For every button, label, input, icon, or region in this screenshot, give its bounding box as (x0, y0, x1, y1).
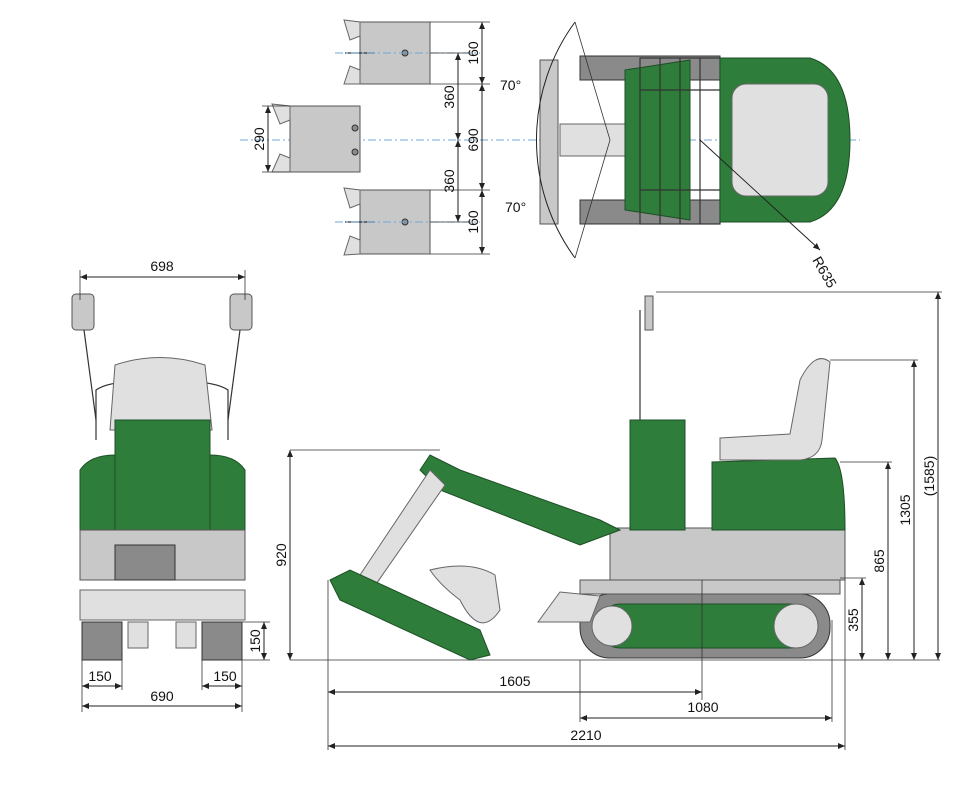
side-arm (329, 569, 491, 661)
front-track-right (201, 621, 243, 661)
front-swing-motor (114, 544, 176, 581)
dim-dig-reach: 1605 (499, 673, 530, 689)
side-boom (419, 454, 622, 546)
swing-arc (535, 21, 576, 259)
side-seat (719, 358, 831, 461)
dim-bucket-width: 290 (251, 127, 267, 151)
dim-bucket-bottom: 160 (465, 210, 481, 234)
dim-width-center: 690 (465, 128, 481, 152)
dim-overall-length: 2210 (570, 727, 601, 743)
side-upper-frame (609, 527, 846, 581)
dim-ground-to-engine-top: 865 (871, 549, 887, 573)
side-lower-frame (579, 579, 841, 595)
top-upper-structure (624, 59, 691, 221)
side-bucket (429, 565, 501, 624)
top-seat (731, 83, 829, 197)
tail-radius-leader (699, 139, 821, 251)
dim-ground-to-seat: 1305 (897, 494, 913, 525)
front-control-tower (114, 419, 211, 531)
dim-ground-to-body: 355 (845, 608, 861, 632)
dim-track-width-left: 150 (88, 668, 112, 684)
front-view: 698 150 150 150 690 (71, 258, 270, 712)
side-idler-wheel (591, 605, 633, 647)
dim-overall-height: (1585) (921, 456, 937, 496)
side-drive-sprocket (773, 603, 819, 649)
dim-track-gauge: 690 (150, 688, 174, 704)
swing-angle-upper: 70° (500, 77, 521, 93)
top-blade (539, 59, 559, 225)
dim-offset-upper: 360 (441, 85, 457, 109)
top-view: 160 360 690 360 160 290 70° 70° R635 (240, 19, 860, 291)
front-seat (109, 357, 213, 431)
dim-track-length: 1080 (687, 699, 718, 715)
dim-offset-lower: 360 (441, 169, 457, 193)
dim-overall-width: 698 (150, 258, 174, 274)
side-blade (537, 591, 601, 623)
bucket-center (271, 103, 361, 173)
dim-bucket-top: 160 (465, 41, 481, 65)
swing-angle-lower: 70° (505, 199, 526, 215)
side-engine-hood (711, 457, 846, 531)
dim-track-width-right: 150 (213, 668, 237, 684)
dim-max-dump-height: 920 (273, 543, 289, 567)
front-blade (79, 589, 246, 621)
side-mirror (644, 295, 654, 331)
dim-tail-radius: R635 (809, 254, 840, 291)
bucket-upper (335, 19, 480, 85)
mirror-right (229, 293, 253, 331)
mirror-left (71, 293, 95, 331)
front-track-left (81, 621, 123, 661)
dim-blade-height: 150 (247, 629, 263, 653)
side-view: 920 355 865 1305 (1585) 1605 1080 2210 (273, 291, 942, 750)
side-control-tower (629, 419, 686, 531)
